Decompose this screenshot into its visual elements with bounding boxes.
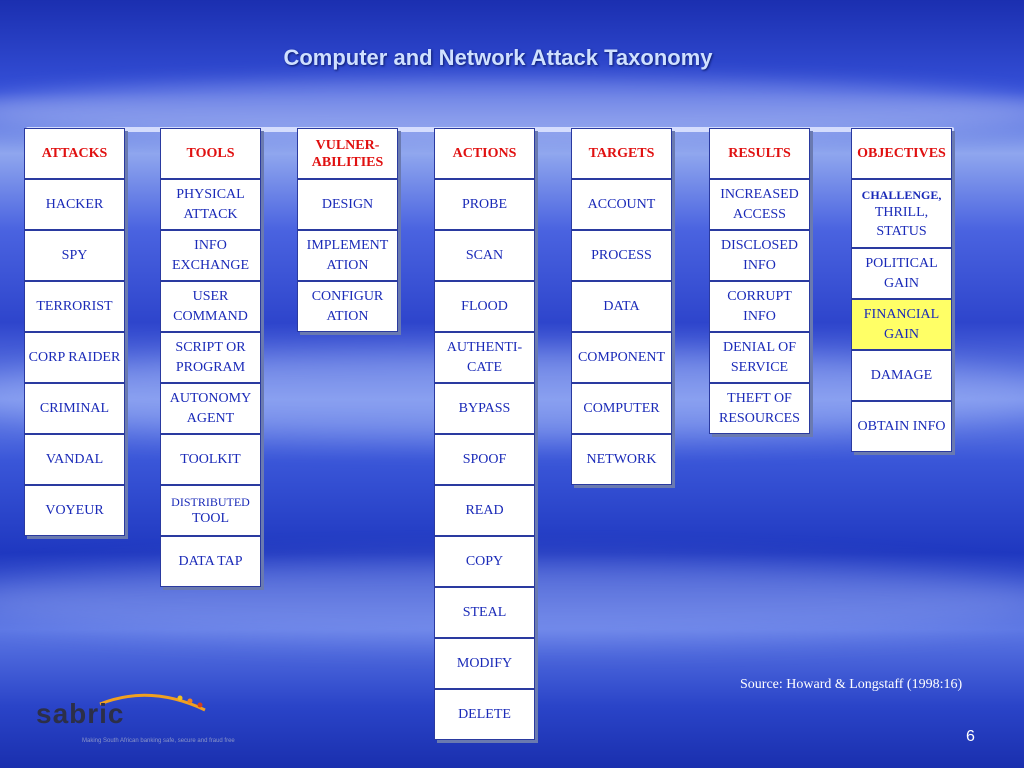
taxonomy-cell: SCRIPT OR PROGRAM bbox=[160, 332, 261, 383]
column-header: ATTACKS bbox=[24, 128, 125, 179]
taxonomy-cell: COMPUTER bbox=[571, 383, 672, 434]
taxonomy-cell: DATA bbox=[571, 281, 672, 332]
taxonomy-cell: DATA TAP bbox=[160, 536, 261, 587]
taxonomy-cell: CORP RAIDER bbox=[24, 332, 125, 383]
taxonomy-cell: TOOLKIT bbox=[160, 434, 261, 485]
column-results: RESULTS INCREASED ACCESS DISCLOSED INFO … bbox=[709, 128, 810, 434]
column-header: ACTIONS bbox=[434, 128, 535, 179]
taxonomy-cell: DENIAL OF SERVICE bbox=[709, 332, 810, 383]
page-number: 6 bbox=[966, 728, 975, 745]
taxonomy-cell: DELETE bbox=[434, 689, 535, 740]
column-actions: ACTIONS PROBE SCAN FLOOD AUTHENTI-CATE B… bbox=[434, 128, 535, 740]
taxonomy-cell: DISCLOSED INFO bbox=[709, 230, 810, 281]
logo-wordmark: sabric bbox=[36, 698, 125, 729]
taxonomy-cell: CONFIGUR ATION bbox=[297, 281, 398, 332]
slide-title: Computer and Network Attack Taxonomy bbox=[283, 45, 713, 70]
sabric-logo: sabric Making South African banking safe… bbox=[30, 688, 300, 748]
column-objectives: OBJECTIVES CHALLENGE, THRILL, STATUS POL… bbox=[851, 128, 952, 452]
taxonomy-cell: INCREASED ACCESS bbox=[709, 179, 810, 230]
taxonomy-cell: BYPASS bbox=[434, 383, 535, 434]
cell-text: TOOL bbox=[191, 510, 230, 526]
taxonomy-cell: AUTONOMY AGENT bbox=[160, 383, 261, 434]
column-tools: TOOLS PHYSICAL ATTACK INFO EXCHANGE USER… bbox=[160, 128, 261, 587]
cell-text: CHALLENGE, bbox=[861, 187, 942, 202]
taxonomy-cell: FLOOD bbox=[434, 281, 535, 332]
taxonomy-cell: HACKER bbox=[24, 179, 125, 230]
taxonomy-cell: NETWORK bbox=[571, 434, 672, 485]
logo-tagline: Making South African banking safe, secur… bbox=[82, 738, 235, 744]
taxonomy-cell: USER COMMAND bbox=[160, 281, 261, 332]
taxonomy-cell: MODIFY bbox=[434, 638, 535, 689]
taxonomy-cell: STEAL bbox=[434, 587, 535, 638]
taxonomy-cell: DESIGN bbox=[297, 179, 398, 230]
taxonomy-cell: CRIMINAL bbox=[24, 383, 125, 434]
column-header: RESULTS bbox=[709, 128, 810, 179]
taxonomy-cell: THEFT OF RESOURCES bbox=[709, 383, 810, 434]
taxonomy-cell: INFO EXCHANGE bbox=[160, 230, 261, 281]
logo-arc-icon bbox=[99, 693, 206, 712]
taxonomy-cell: PROBE bbox=[434, 179, 535, 230]
taxonomy-cell: OBTAIN INFO bbox=[851, 401, 952, 452]
taxonomy-cell-challenge: CHALLENGE, THRILL, STATUS bbox=[851, 179, 952, 248]
taxonomy-cell: VOYEUR bbox=[24, 485, 125, 536]
taxonomy-cell: POLITICAL GAIN bbox=[851, 248, 952, 299]
taxonomy-cell: AUTHENTI-CATE bbox=[434, 332, 535, 383]
column-header: TOOLS bbox=[160, 128, 261, 179]
taxonomy-cell: VANDAL bbox=[24, 434, 125, 485]
column-header: OBJECTIVES bbox=[851, 128, 952, 179]
column-header: VULNER-ABILITIES bbox=[297, 128, 398, 179]
taxonomy-cell-highlighted: FINANCIAL GAIN bbox=[851, 299, 952, 350]
taxonomy-cell: DAMAGE bbox=[851, 350, 952, 401]
taxonomy-cell: COPY bbox=[434, 536, 535, 587]
taxonomy-cell: IMPLEMENT ATION bbox=[297, 230, 398, 281]
taxonomy-cell: SPY bbox=[24, 230, 125, 281]
taxonomy-cell: TERRORIST bbox=[24, 281, 125, 332]
taxonomy-cell: PROCESS bbox=[571, 230, 672, 281]
taxonomy-cell: CORRUPT INFO bbox=[709, 281, 810, 332]
column-attacks: ATTACKS HACKER SPY TERRORIST CORP RAIDER… bbox=[24, 128, 125, 536]
taxonomy-cell-distributed-tool: DISTRIBUTED TOOL bbox=[160, 485, 261, 536]
cell-text: THRILL, STATUS bbox=[874, 204, 929, 239]
column-targets: TARGETS ACCOUNT PROCESS DATA COMPONENT C… bbox=[571, 128, 672, 485]
taxonomy-cell: COMPONENT bbox=[571, 332, 672, 383]
column-vulnerabilities: VULNER-ABILITIES DESIGN IMPLEMENT ATION … bbox=[297, 128, 398, 332]
taxonomy-cell: READ bbox=[434, 485, 535, 536]
taxonomy-cell: PHYSICAL ATTACK bbox=[160, 179, 261, 230]
source-citation: Source: Howard & Longstaff (1998:16) bbox=[740, 677, 963, 692]
taxonomy-cell: ACCOUNT bbox=[571, 179, 672, 230]
taxonomy-cell: SPOOF bbox=[434, 434, 535, 485]
taxonomy-cell: SCAN bbox=[434, 230, 535, 281]
cell-text: DISTRIBUTED bbox=[171, 494, 250, 509]
column-header: TARGETS bbox=[571, 128, 672, 179]
